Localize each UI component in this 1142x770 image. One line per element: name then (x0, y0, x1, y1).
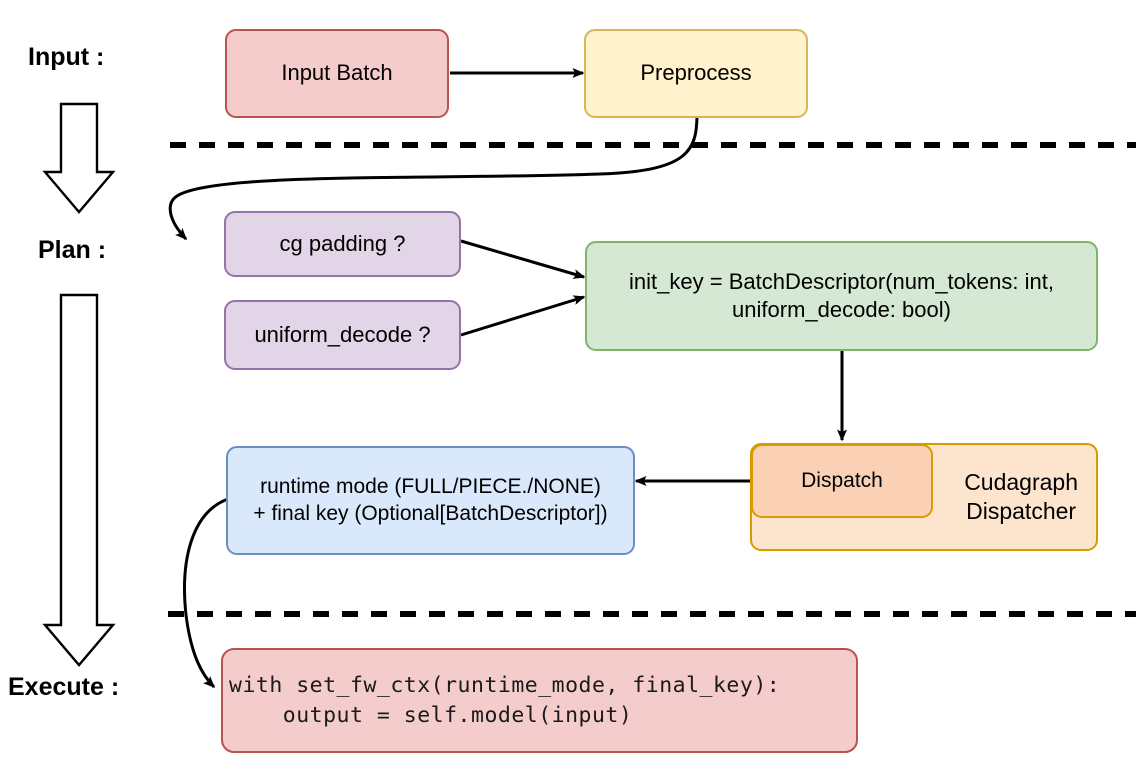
edge-preprocess-to-cg-padding (168, 112, 699, 241)
stage-arrow-input-to-plan (42, 102, 116, 214)
edge-cg-padding-to-init-key (460, 239, 586, 279)
edge-runtime-mode-to-execute-code (183, 497, 229, 689)
node-runtime-mode[interactable]: runtime mode (FULL/PIECE./NONE) + final … (226, 446, 635, 555)
node-execute-code-label: with set_fw_ctx(runtime_mode, final_key)… (229, 673, 781, 728)
stage-label-input: Input : (28, 43, 105, 71)
node-dispatch-label: Dispatch (801, 468, 883, 492)
node-cg-padding[interactable]: cg padding ? (224, 211, 461, 277)
node-input-batch[interactable]: Input Batch (225, 29, 449, 118)
stage-label-plan: Plan : (38, 236, 107, 264)
node-runtime-mode-label: runtime mode (FULL/PIECE./NONE) + final … (253, 474, 608, 525)
node-cudagraph-dispatcher-label: Cudagraph Dispatcher (964, 468, 1078, 524)
node-dispatch[interactable]: Dispatch (751, 444, 933, 518)
edge-uniform-decode-to-init-key (460, 295, 586, 337)
stage-label-execute: Execute : (8, 673, 120, 701)
node-preprocess[interactable]: Preprocess (584, 29, 808, 118)
node-uniform-decode-label: uniform_decode ? (254, 321, 431, 347)
node-init-key-label: init_key = BatchDescriptor(num_tokens: i… (629, 268, 1054, 322)
node-execute-code[interactable]: with set_fw_ctx(runtime_mode, final_key)… (221, 648, 858, 753)
node-init-key[interactable]: init_key = BatchDescriptor(num_tokens: i… (585, 241, 1098, 351)
stage-arrow-plan-to-execute (42, 293, 116, 667)
node-preprocess-label: Preprocess (640, 60, 752, 86)
node-uniform-decode[interactable]: uniform_decode ? (224, 300, 461, 370)
node-cg-padding-label: cg padding ? (279, 230, 406, 256)
node-input-batch-label: Input Batch (281, 60, 393, 86)
